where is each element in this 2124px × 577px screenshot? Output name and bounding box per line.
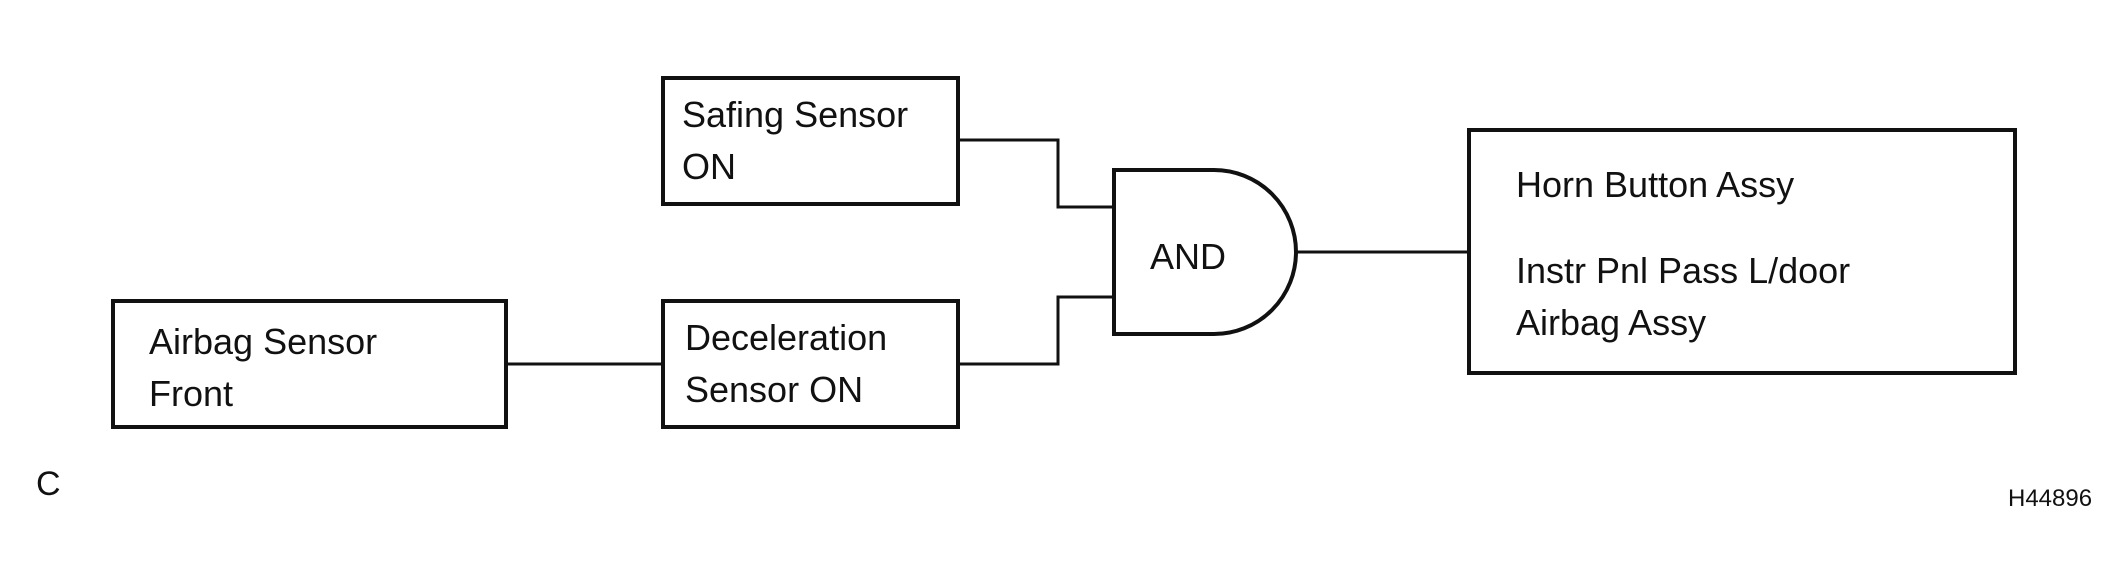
output-instr-pnl-line2: Airbag Assy: [1516, 302, 1707, 343]
deceleration-sensor-box: Deceleration Sensor ON: [661, 299, 960, 429]
safing-sensor-line1: Safing Sensor: [682, 94, 909, 135]
deceleration-sensor-line2: Sensor ON: [685, 369, 864, 410]
safing-sensor-line2: ON: [682, 146, 736, 187]
output-instr-pnl-line1: Instr Pnl Pass L/door: [1516, 250, 1851, 291]
airbag-sensor-front-box: Airbag Sensor Front: [111, 299, 508, 429]
output-horn-button-assy: Horn Button Assy: [1516, 164, 1795, 205]
airbag-sensor-front-line2: Front: [149, 373, 234, 414]
safing-sensor-box: Safing Sensor ON: [661, 76, 960, 206]
connector-safing-to-and: [958, 138, 1114, 209]
and-gate-shape: [1112, 168, 1298, 336]
airbag-sensor-front-line1: Airbag Sensor: [149, 321, 378, 362]
and-gate-label: AND: [1150, 236, 1227, 277]
corner-label: C: [36, 465, 61, 503]
deceleration-sensor-line1: Deceleration: [685, 317, 888, 358]
output-box: Horn Button Assy Instr Pnl Pass L/door A…: [1467, 128, 2017, 375]
connector-decel-to-and: [958, 295, 1114, 366]
figure-code: H44896: [2008, 485, 2093, 512]
